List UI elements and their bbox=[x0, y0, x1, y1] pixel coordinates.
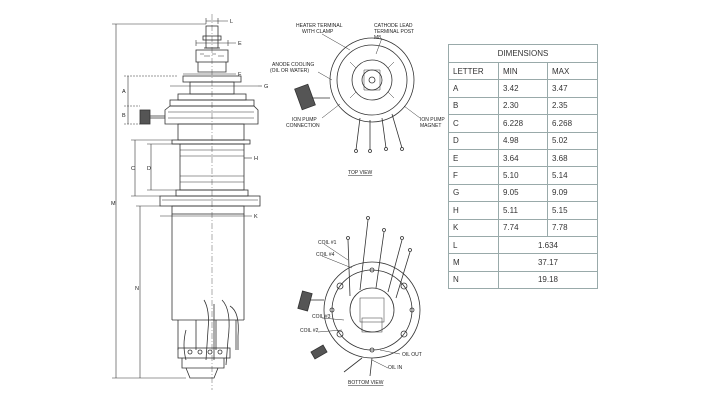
row-letter: G bbox=[448, 183, 499, 203]
row-min: 5.10 bbox=[498, 166, 548, 185]
row-letter: F bbox=[448, 166, 499, 185]
row-min: 6.228 bbox=[498, 114, 548, 133]
callout-coil-4: COIL #4 bbox=[316, 252, 335, 258]
bottom-view-title: BOTTOM VIEW bbox=[348, 380, 384, 386]
callout-anode-cooling: ANODE COOLING bbox=[272, 62, 314, 68]
dim-label-d: D bbox=[147, 166, 151, 172]
row-letter: B bbox=[448, 96, 499, 116]
dim-label-g: G bbox=[264, 84, 268, 90]
row-max: 5.02 bbox=[547, 131, 598, 150]
row-letter: L bbox=[448, 235, 499, 255]
row-max: 9.09 bbox=[547, 183, 598, 203]
dim-label-l: L bbox=[230, 19, 233, 25]
header-min: MIN bbox=[498, 61, 548, 81]
row-letter: D bbox=[448, 131, 499, 150]
row-letter: H bbox=[448, 201, 499, 220]
callout-coil-2: COIL #2 bbox=[300, 328, 319, 334]
table-title: DIMENSIONS bbox=[448, 44, 598, 63]
row-letter: M bbox=[448, 253, 499, 272]
row-letter: E bbox=[448, 148, 499, 168]
header-max: MAX bbox=[547, 61, 598, 81]
row-min: 7.74 bbox=[498, 218, 548, 237]
row-letter: N bbox=[448, 270, 499, 290]
callout-oil-in: OIL IN bbox=[388, 365, 403, 371]
callout-coil-3: COIL #3 bbox=[312, 314, 331, 320]
row-letter: C bbox=[448, 114, 499, 133]
callout-cathode-lead-3: M8 bbox=[374, 35, 381, 41]
bottom-view bbox=[297, 216, 421, 377]
dim-label-n: N bbox=[135, 286, 139, 292]
row-max: 5.15 bbox=[547, 201, 598, 220]
row-value: 1.634 bbox=[498, 235, 598, 255]
side-view bbox=[112, 14, 262, 390]
row-min: 3.42 bbox=[498, 79, 548, 98]
callout-coil-1: COIL #1 bbox=[318, 240, 337, 246]
row-letter: A bbox=[448, 79, 499, 98]
row-max: 3.47 bbox=[547, 79, 598, 98]
dim-label-f: F bbox=[238, 72, 242, 78]
callout-labels: HEATER TERMINAL WITH CLAMP CATHODE LEAD … bbox=[270, 23, 445, 386]
dim-label-e: E bbox=[238, 41, 242, 47]
row-min: 5.11 bbox=[498, 201, 548, 220]
table-header-row: LETTER MIN MAX bbox=[448, 61, 598, 81]
callout-cathode-lead: CATHODE LEAD bbox=[374, 23, 413, 29]
top-view bbox=[294, 33, 421, 153]
callout-heater-terminal-2: WITH CLAMP bbox=[302, 29, 334, 35]
row-letter: K bbox=[448, 218, 499, 237]
row-min: 4.98 bbox=[498, 131, 548, 150]
row-max: 5.14 bbox=[547, 166, 598, 185]
dim-label-h: H bbox=[254, 156, 258, 162]
dim-label-a: A bbox=[122, 89, 126, 95]
callout-cathode-lead-2: TERMINAL POST bbox=[374, 29, 414, 35]
row-max: 2.35 bbox=[547, 96, 598, 116]
dim-label-b: B bbox=[122, 113, 126, 119]
callout-ion-pump-magnet: ION PUMP bbox=[420, 117, 445, 123]
row-max: 7.78 bbox=[547, 218, 598, 237]
dimension-labels: L E F G A B C D H K M N bbox=[111, 19, 268, 292]
header-letter: LETTER bbox=[448, 61, 499, 81]
dim-label-c: C bbox=[131, 166, 135, 172]
row-min: 3.64 bbox=[498, 148, 548, 168]
top-view-title: TOP VIEW bbox=[348, 170, 373, 176]
callout-ion-pump-connection: ION PUMP bbox=[292, 117, 317, 123]
callout-anode-cooling-2: (OIL OR WATER) bbox=[270, 68, 309, 74]
row-max: 6.268 bbox=[547, 114, 598, 133]
callout-heater-terminal: HEATER TERMINAL bbox=[296, 23, 343, 29]
callout-ion-pump-magnet-2: MAGNET bbox=[420, 123, 441, 129]
dim-label-k: K bbox=[254, 214, 258, 220]
row-value: 19.18 bbox=[498, 270, 598, 290]
row-min: 9.05 bbox=[498, 183, 548, 203]
row-value: 37.17 bbox=[498, 253, 598, 272]
callout-ion-pump-connection-2: CONNECTION bbox=[286, 123, 320, 129]
callout-oil-out: OIL OUT bbox=[402, 352, 422, 358]
row-max: 3.68 bbox=[547, 148, 598, 168]
row-min: 2.30 bbox=[498, 96, 548, 116]
dim-label-m: M bbox=[111, 201, 116, 207]
